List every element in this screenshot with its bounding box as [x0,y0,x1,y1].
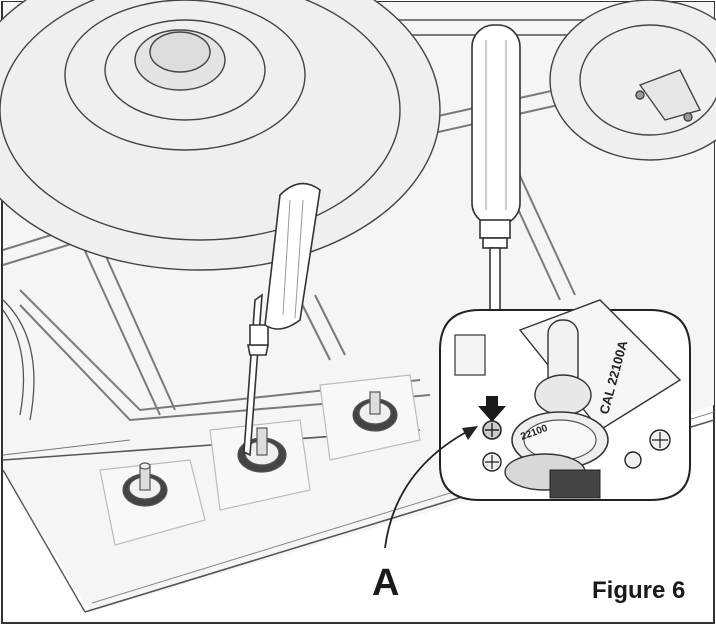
screwdriver-icon [243,182,321,457]
callout-leader-line [384,429,471,549]
valve-spindle-1 [99,459,206,546]
valve-spindle-2 [209,419,311,511]
figure-caption: Figure 6 [592,577,685,604]
down-arrow-icon [478,396,506,422]
valve-spindle-3 [319,374,421,461]
callout-leader-arrowhead [462,426,478,440]
callout-label-a: A [372,562,399,604]
small-burner [549,0,716,161]
left-burner [2,299,35,421]
large-burner [0,0,441,271]
detail-inset: CAL 22100A 22100 [439,299,691,501]
